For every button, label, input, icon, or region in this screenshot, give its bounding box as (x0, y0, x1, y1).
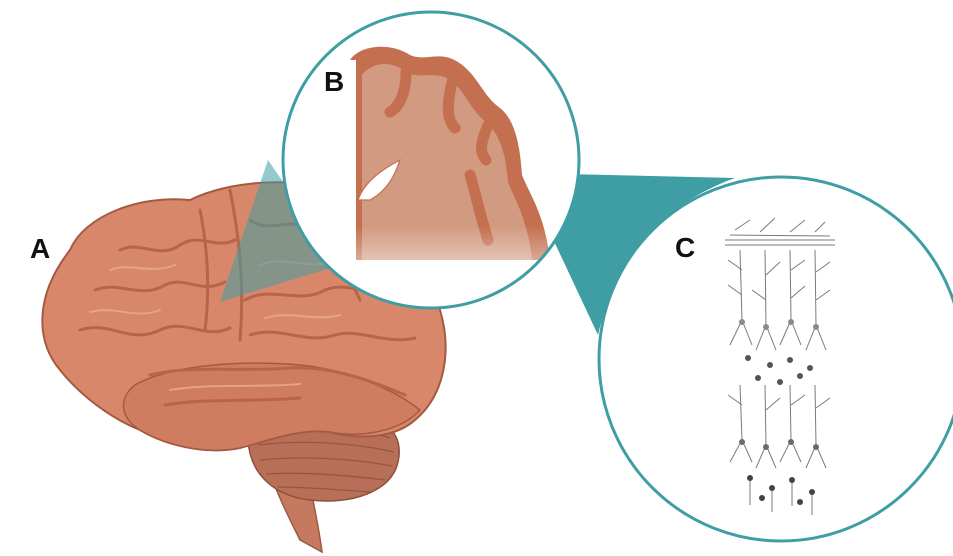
cortex-section-circle (280, 10, 580, 310)
panel-label-b: B (324, 66, 344, 97)
panel-label-a: A (30, 233, 50, 264)
neuron-layers-circle (599, 177, 953, 541)
panel-label-c: C (675, 232, 695, 263)
